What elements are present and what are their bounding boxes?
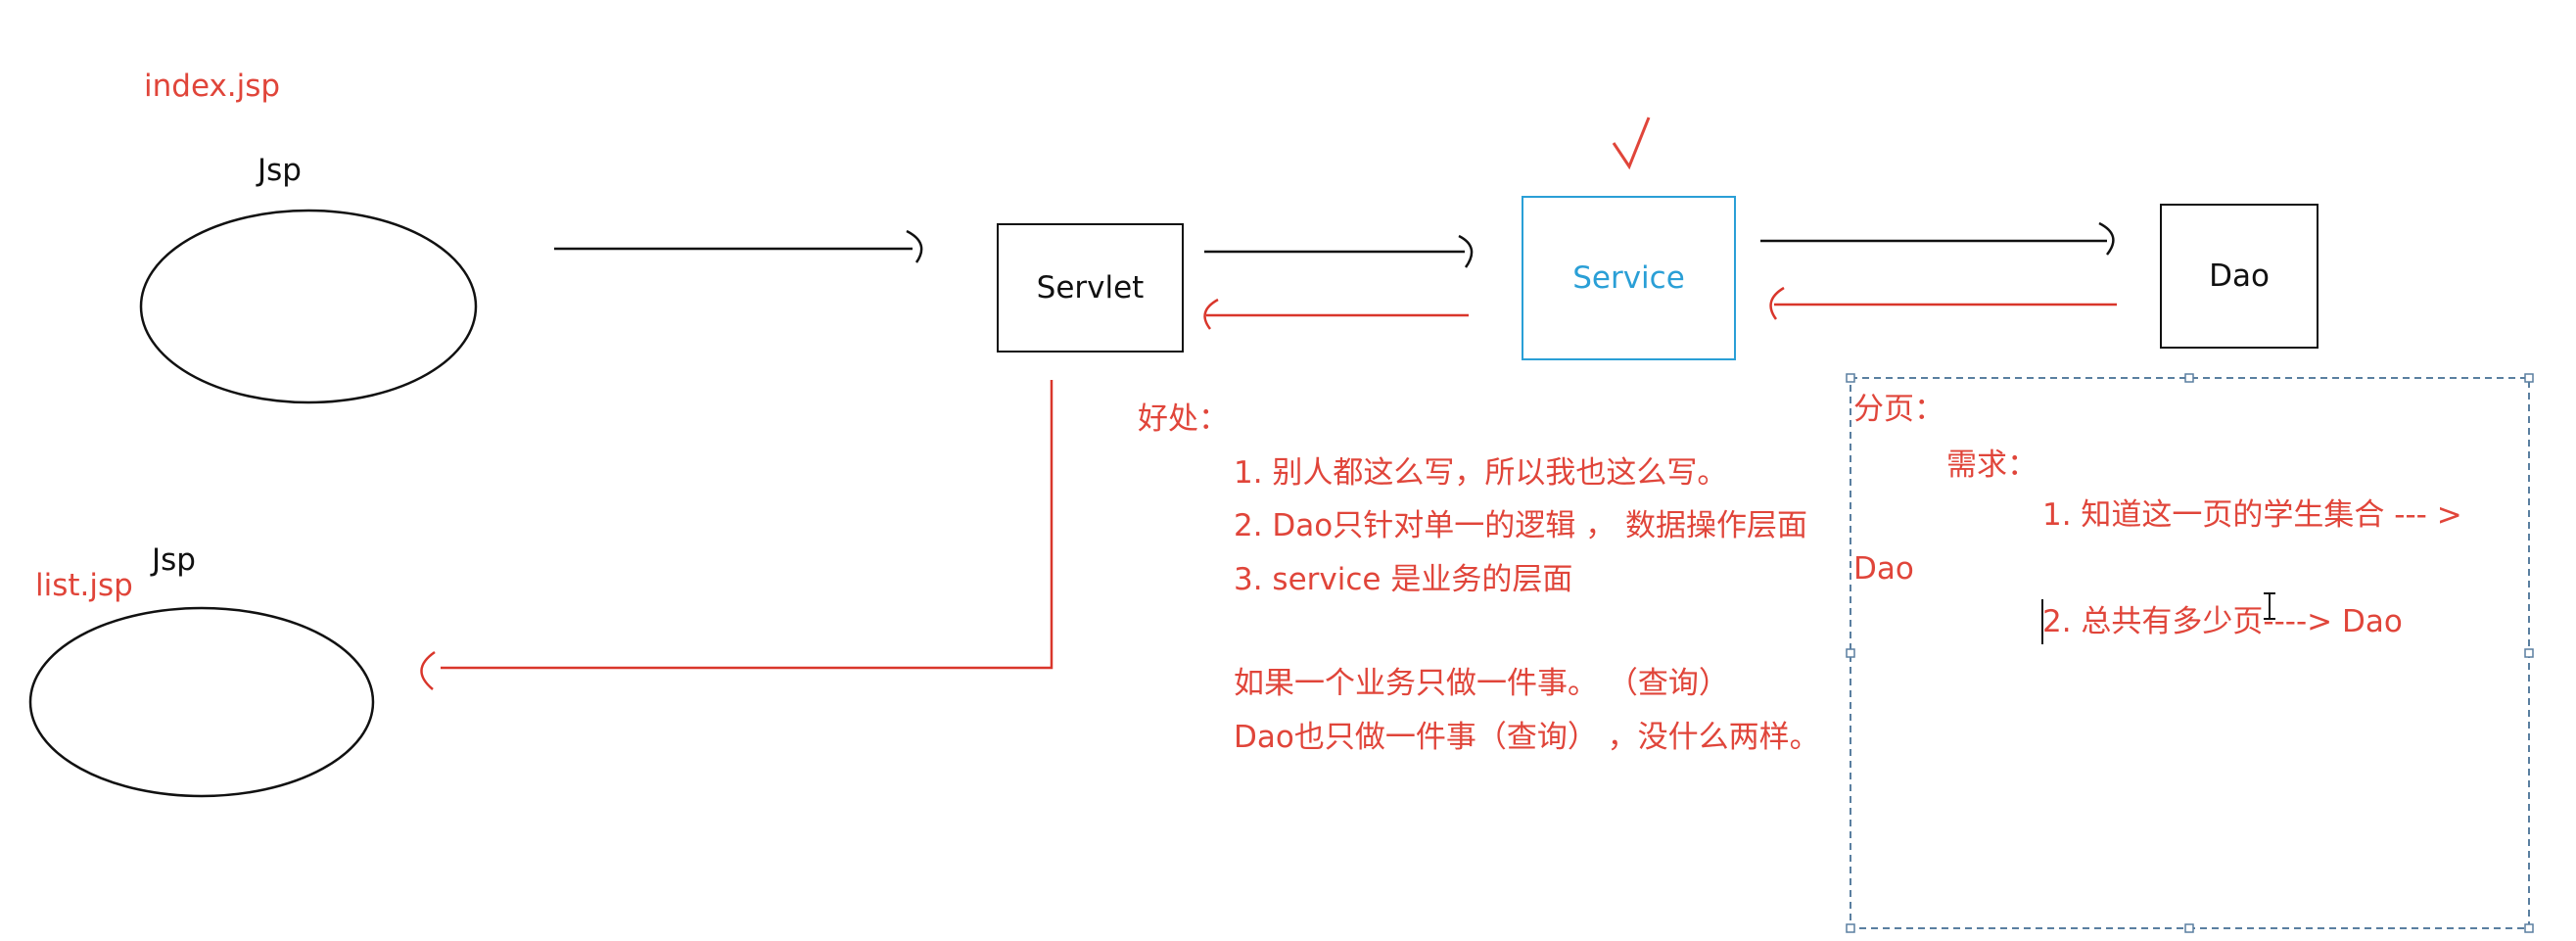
pagination-item-2: 2. 总共有多少页----> Dao bbox=[2042, 604, 2403, 639]
benefit-item-1: 1. 别人都这么写，所以我也这么写。 bbox=[1234, 455, 1728, 491]
list-jsp-label: list.jsp bbox=[35, 568, 133, 603]
benefit-note-1: 如果一个业务只做一件事。 （查询） bbox=[1234, 666, 1729, 701]
check-mark-icon bbox=[1612, 117, 1651, 170]
servlet-box[interactable]: Servlet bbox=[997, 223, 1184, 353]
service-box[interactable]: Service bbox=[1522, 196, 1736, 360]
servlet-label: Servlet bbox=[1036, 270, 1145, 306]
arrow-dao-to-service bbox=[1769, 286, 2117, 320]
list-jsp-ellipse bbox=[28, 606, 375, 798]
index-jsp-label: index.jsp bbox=[144, 69, 281, 104]
arrow-servlet-to-service bbox=[1204, 234, 1474, 268]
arrow-service-to-servlet bbox=[1203, 298, 1469, 330]
pagination-title: 分页： bbox=[1853, 392, 1944, 427]
dao-box[interactable]: Dao bbox=[2160, 204, 2318, 349]
pagination-item-1: 1. 知道这一页的学生集合 --- > bbox=[2042, 497, 2462, 533]
index-jsp-ellipse bbox=[139, 209, 478, 404]
pagination-requirement: 需求： bbox=[1946, 447, 2037, 483]
arrow-servlet-to-list-jsp bbox=[420, 380, 1054, 690]
benefit-item-2: 2. Dao只针对单一的逻辑 ， 数据操作层面 bbox=[1234, 508, 1807, 543]
i-beam-cursor-icon bbox=[2264, 592, 2275, 620]
pagination-selection-box[interactable] bbox=[1846, 373, 2534, 933]
service-label: Service bbox=[1572, 260, 1685, 296]
dao-label: Dao bbox=[2209, 259, 2270, 294]
benefits-title: 好处： bbox=[1138, 401, 1229, 437]
benefit-note-2: Dao也只做一件事（查询） ，没什么两样。 bbox=[1234, 720, 1820, 755]
arrow-jsp-to-servlet bbox=[554, 229, 923, 263]
pagination-item-1-cont: Dao bbox=[1853, 551, 1914, 587]
jsp-top-label: Jsp bbox=[258, 153, 302, 188]
benefit-item-3: 3. service 是业务的层面 bbox=[1234, 562, 1573, 597]
arrow-service-to-dao bbox=[1760, 221, 2115, 256]
jsp-bottom-label: Jsp bbox=[152, 542, 196, 578]
